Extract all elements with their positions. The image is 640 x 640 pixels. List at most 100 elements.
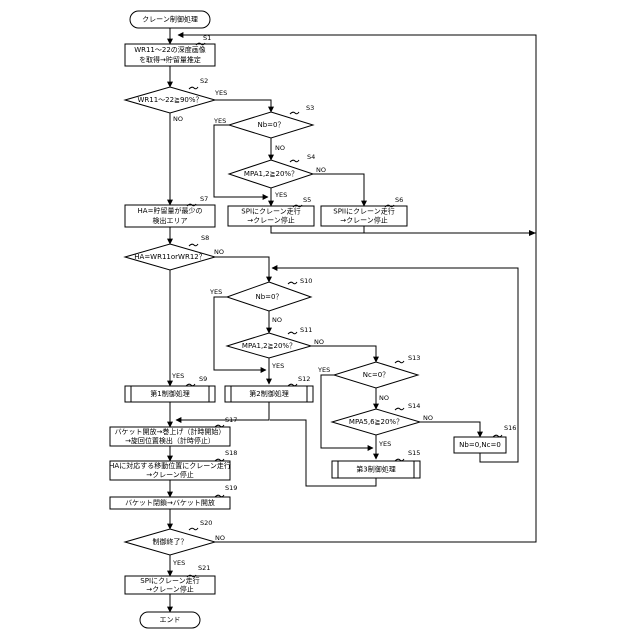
step-id-s11: S11 <box>288 326 312 334</box>
step-s16-line1: Nb=0,Nc=0 <box>459 441 501 449</box>
step-s15-line1: 第3制御処理 <box>356 465 395 474</box>
arrow-s14-no-to-s16 <box>420 422 480 437</box>
arrow-s2-yes-to-s3 <box>215 100 271 112</box>
decision-s3: Nb=0？ <box>229 112 313 138</box>
end-terminal: エンド <box>140 612 200 628</box>
decision-s8: HA=WR11orWR12？ <box>125 244 215 270</box>
decision-s14-text: MPA5,6≧20%？ <box>349 418 403 426</box>
label-s20-no: NO <box>215 534 225 542</box>
decision-s3-text: Nb=0？ <box>258 121 285 129</box>
step-id-tags: S1 S2 S3 S4 S5 S6 S7 S8 S9 S10 S11 S12 S… <box>186 34 516 577</box>
step-s1: WR11～22の深度画像 を取得→貯留量推定 <box>125 44 215 66</box>
step-s1-line1: WR11～22の深度画像 <box>134 45 206 54</box>
step-s7-line2: 検出エリア <box>153 216 188 225</box>
decision-s20: 制御終了？ <box>125 529 215 555</box>
step-s16: Nb=0,Nc=0 <box>454 437 506 453</box>
decision-s2-text: WR11～22≧90%？ <box>137 96 202 104</box>
arrow-s10-yes-to-s12 <box>214 297 266 370</box>
svg-text:S7: S7 <box>200 195 208 203</box>
step-id-s5: S5 <box>293 196 311 207</box>
arrow-s12-to-s17 <box>176 402 269 420</box>
decision-s10: Nb=0？ <box>227 282 311 311</box>
step-s17-line1: バケット開放→巻上げ（計時開始） <box>115 427 226 436</box>
svg-text:S16: S16 <box>504 424 516 432</box>
label-s13-no: NO <box>379 394 389 402</box>
step-id-s3: S3 <box>290 104 314 114</box>
connectors <box>170 28 536 612</box>
svg-text:S1: S1 <box>203 34 211 42</box>
label-s11-no: NO <box>314 338 324 346</box>
svg-text:S10: S10 <box>300 277 312 285</box>
label-s2-no: NO <box>173 115 183 123</box>
step-s9: 第1制御処理 <box>125 386 215 402</box>
svg-text:S20: S20 <box>200 519 212 527</box>
step-s9-line1: 第1制御処理 <box>150 389 189 398</box>
step-s21-line1: SPIにクレーン走行 <box>140 576 199 585</box>
step-id-s6: S6 <box>385 196 403 207</box>
label-s10-no: NO <box>272 316 282 324</box>
step-s12-line1: 第2制御処理 <box>249 389 288 398</box>
step-s21: SPIにクレーン走行 →クレーン停止 <box>125 576 215 594</box>
step-s19-line1: バケット閉鎖→バケット開放 <box>125 498 215 507</box>
label-s4-no: NO <box>316 166 326 174</box>
label-s8-no: NO <box>214 248 224 256</box>
step-id-s9: S9 <box>186 375 207 386</box>
step-s17: バケット開放→巻上げ（計時開始） →旋回位置検出（計時停止） <box>110 427 230 446</box>
step-id-s16: S16 <box>493 424 516 437</box>
start-terminal: クレーン制御処理 <box>130 11 210 28</box>
step-s6: SPIIにクレーン走行 →クレーン停止 <box>321 206 407 226</box>
svg-text:S3: S3 <box>306 104 314 112</box>
decision-s11: MPA1,2≧20%？ <box>227 333 311 358</box>
svg-text:S18: S18 <box>225 449 237 457</box>
svg-text:S21: S21 <box>198 564 210 572</box>
step-id-s19: S19 <box>215 484 237 497</box>
svg-text:S13: S13 <box>408 354 420 362</box>
svg-text:S11: S11 <box>300 326 312 334</box>
step-id-s15: S15 <box>395 449 420 461</box>
svg-text:S9: S9 <box>199 375 207 383</box>
arrow-s11-no-to-s13 <box>311 346 376 362</box>
svg-text:S19: S19 <box>225 484 237 492</box>
step-s5: SPIにクレーン走行 →クレーン停止 <box>228 206 314 226</box>
label-s8-yes: YES <box>171 372 184 380</box>
decision-s20-text: 制御終了？ <box>153 537 188 546</box>
step-s1-line2: を取得→貯留量推定 <box>139 55 201 64</box>
svg-text:S12: S12 <box>298 375 310 383</box>
step-s18-line2: →クレーン停止 <box>146 470 194 479</box>
decision-s10-text: Nb=0？ <box>256 293 283 301</box>
end-label: エンド <box>160 616 181 624</box>
step-s5-line1: SPIにクレーン走行 <box>241 207 300 216</box>
step-s7-line1: HA=貯留量が最少の <box>138 206 203 215</box>
label-s11-yes: YES <box>271 362 284 370</box>
step-id-s12: S12 <box>288 375 310 386</box>
step-id-s1: S1 <box>196 34 211 45</box>
decision-s8-text: HA=WR11orWR12？ <box>134 253 205 261</box>
svg-text:S17: S17 <box>225 416 237 424</box>
label-s14-no: NO <box>423 414 433 422</box>
svg-text:S2: S2 <box>200 77 208 85</box>
step-id-s21: S21 <box>187 564 210 577</box>
arrow-s4-no-to-s6 <box>313 174 364 206</box>
step-id-s8: S8 <box>189 234 209 246</box>
svg-text:S14: S14 <box>408 402 420 410</box>
label-s3-yes: YES <box>213 117 226 125</box>
step-s21-line2: →クレーン停止 <box>146 585 194 594</box>
step-id-s18: S18 <box>215 449 237 461</box>
step-s19: バケット閉鎖→バケット開放 <box>110 497 230 509</box>
arrow-s5-s6-merge <box>271 226 536 233</box>
label-s10-yes: YES <box>209 288 222 296</box>
step-s18: HAに対応する移動位置にクレーン走行 →クレーン停止 <box>109 461 231 480</box>
label-s20-yes: YES <box>172 559 185 567</box>
step-s18-line1: HAに対応する移動位置にクレーン走行 <box>109 461 231 470</box>
svg-text:S15: S15 <box>408 449 420 457</box>
step-s17-line2: →旋回位置検出（計時停止） <box>125 436 215 445</box>
step-s12: 第2制御処理 <box>225 386 313 402</box>
svg-text:S8: S8 <box>201 234 209 242</box>
step-s6-line1: SPIIにクレーン走行 <box>333 207 394 216</box>
start-label: クレーン制御処理 <box>142 15 198 24</box>
step-s7: HA=貯留量が最少の 検出エリア <box>125 205 215 227</box>
label-s14-yes: YES <box>378 440 391 448</box>
step-id-s13: S13 <box>395 354 420 363</box>
step-id-s10: S10 <box>288 277 312 285</box>
